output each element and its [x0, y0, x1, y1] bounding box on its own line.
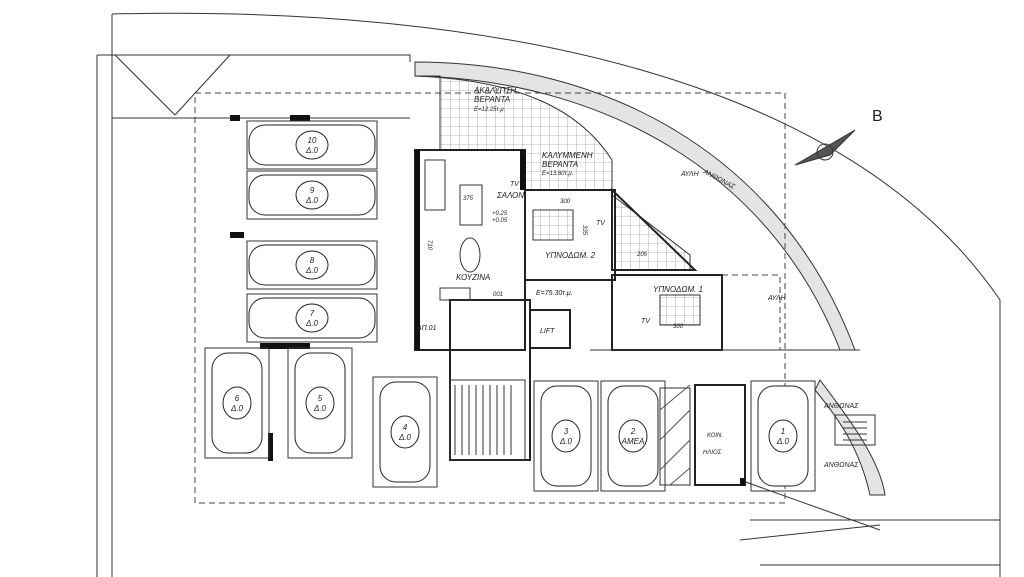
parking-number: 4 [403, 423, 408, 432]
car-icon [757, 385, 809, 487]
parking-number: 9 [310, 186, 315, 195]
parking-level: Δ.0 [776, 437, 790, 446]
bathroom-tiles [611, 193, 691, 271]
parking-bay [600, 380, 666, 492]
parking-number: 6 [235, 394, 240, 403]
parking-bay [246, 170, 378, 220]
furniture [424, 159, 701, 326]
parking-bay [246, 293, 378, 343]
parking-number: 10 [308, 136, 317, 145]
parking-number: 8 [310, 256, 315, 265]
car-icon [607, 385, 659, 487]
parking-level: Δ.0 [305, 196, 319, 205]
parking-level: ΑΜΕΑ [621, 437, 645, 446]
level-label: +0.05 [492, 218, 508, 224]
area-label: Ε=75.30τ.μ. [536, 290, 573, 297]
yard-label: ΑΥΛΗ [767, 295, 787, 302]
area-label: Ε=13.60τ.μ. [542, 171, 573, 177]
parking-bay [287, 347, 353, 459]
parking-space-7: 7Δ.0 [246, 293, 378, 343]
parking-space-5: 5Δ.0 [287, 347, 353, 459]
site-boundary [96, 12, 1001, 577]
parking-number: 5 [318, 394, 323, 403]
parking-level: Δ.0 [305, 266, 319, 275]
car-icon [540, 385, 592, 487]
room-label: ΥΠΝΟΔΩΜ. 1 [653, 285, 703, 294]
room-label: ΒΕΡΑΝΤΑ [542, 160, 578, 169]
car-icon [248, 244, 376, 286]
garden-label: ΑΝΘΩΝΑΣ [823, 403, 859, 410]
parking-bay [750, 380, 816, 492]
parking-number: 1 [781, 427, 785, 436]
yard-label: ΑΥΛΗ [680, 171, 700, 178]
room-label: ΚΑΛΥΜΜΕΝΗ [542, 151, 593, 160]
north-arrow-icon [794, 129, 856, 166]
parking-space-4: 4Δ.0 [372, 376, 438, 488]
room-label: ΑΠ.01 [416, 325, 437, 332]
parking-bay [246, 120, 378, 170]
car-icon [248, 174, 376, 216]
parking-space-6: 6Δ.0 [204, 347, 270, 459]
level-label: +0.25 [492, 211, 508, 217]
room-label: ΗΛΙΟΣ [703, 450, 722, 456]
parking-bay [372, 376, 438, 488]
car-icon [294, 352, 346, 454]
parking-level: Δ.0 [305, 319, 319, 328]
room-label: ΚΟΙΝ. [707, 433, 723, 439]
parking-level: Δ.0 [305, 146, 319, 155]
car-icon [379, 381, 431, 483]
dimension-label: 205 [636, 252, 648, 258]
area-label: Ε=12.25τ.μ. [474, 107, 505, 113]
parking-space-1: 1Δ.0 [750, 380, 816, 492]
apartment-walls [230, 115, 860, 486]
dimension-label: 335 [581, 225, 587, 236]
car-icon [248, 297, 376, 339]
garden-label: ΑΝΘΩΝΑΣ [823, 462, 859, 469]
room-label: ΚΟΥΖΙΝΑ [456, 273, 490, 282]
room-label: ΒΕΡΑΝΤΑ [474, 95, 510, 104]
dimension-label: 001 [493, 292, 503, 298]
parking-number: 3 [564, 427, 569, 436]
parking-bay [533, 380, 599, 492]
parking-space-3: 3Δ.0 [533, 380, 599, 492]
parking-level: Δ.0 [313, 404, 327, 413]
dimension-label: 300 [560, 199, 571, 205]
room-label: ΑΚΑΛΥΠΤΗ [473, 86, 516, 95]
tv-label: TV [641, 318, 651, 325]
room-label: LIFT [540, 328, 555, 335]
north-label: B [872, 108, 883, 125]
tv-label: TV [596, 220, 606, 227]
dimension-label: 710 [426, 240, 432, 251]
room-label: ΥΠΝΟΔΩΜ. 2 [545, 251, 596, 260]
room-label: ΣΑΛΟΝΙ [496, 191, 527, 200]
parking-level: Δ.0 [230, 404, 244, 413]
tv-label: TV [510, 181, 520, 188]
parking-level: Δ.0 [398, 433, 412, 442]
parking-level: Δ.0 [559, 437, 573, 446]
car-icon [211, 352, 263, 454]
parking-number: 7 [310, 309, 315, 318]
dimension-label: 300 [673, 324, 684, 330]
parking-number: 2 [630, 427, 636, 436]
dimension-label: 375 [463, 196, 474, 202]
parking-bay [204, 347, 270, 459]
parking-space-9: 9Δ.0 [246, 170, 378, 220]
car-icon [248, 124, 376, 166]
parking-space-8: 8Δ.0 [246, 240, 378, 290]
parking-bay [246, 240, 378, 290]
parking-space-10: 10Δ.0 [246, 120, 378, 170]
